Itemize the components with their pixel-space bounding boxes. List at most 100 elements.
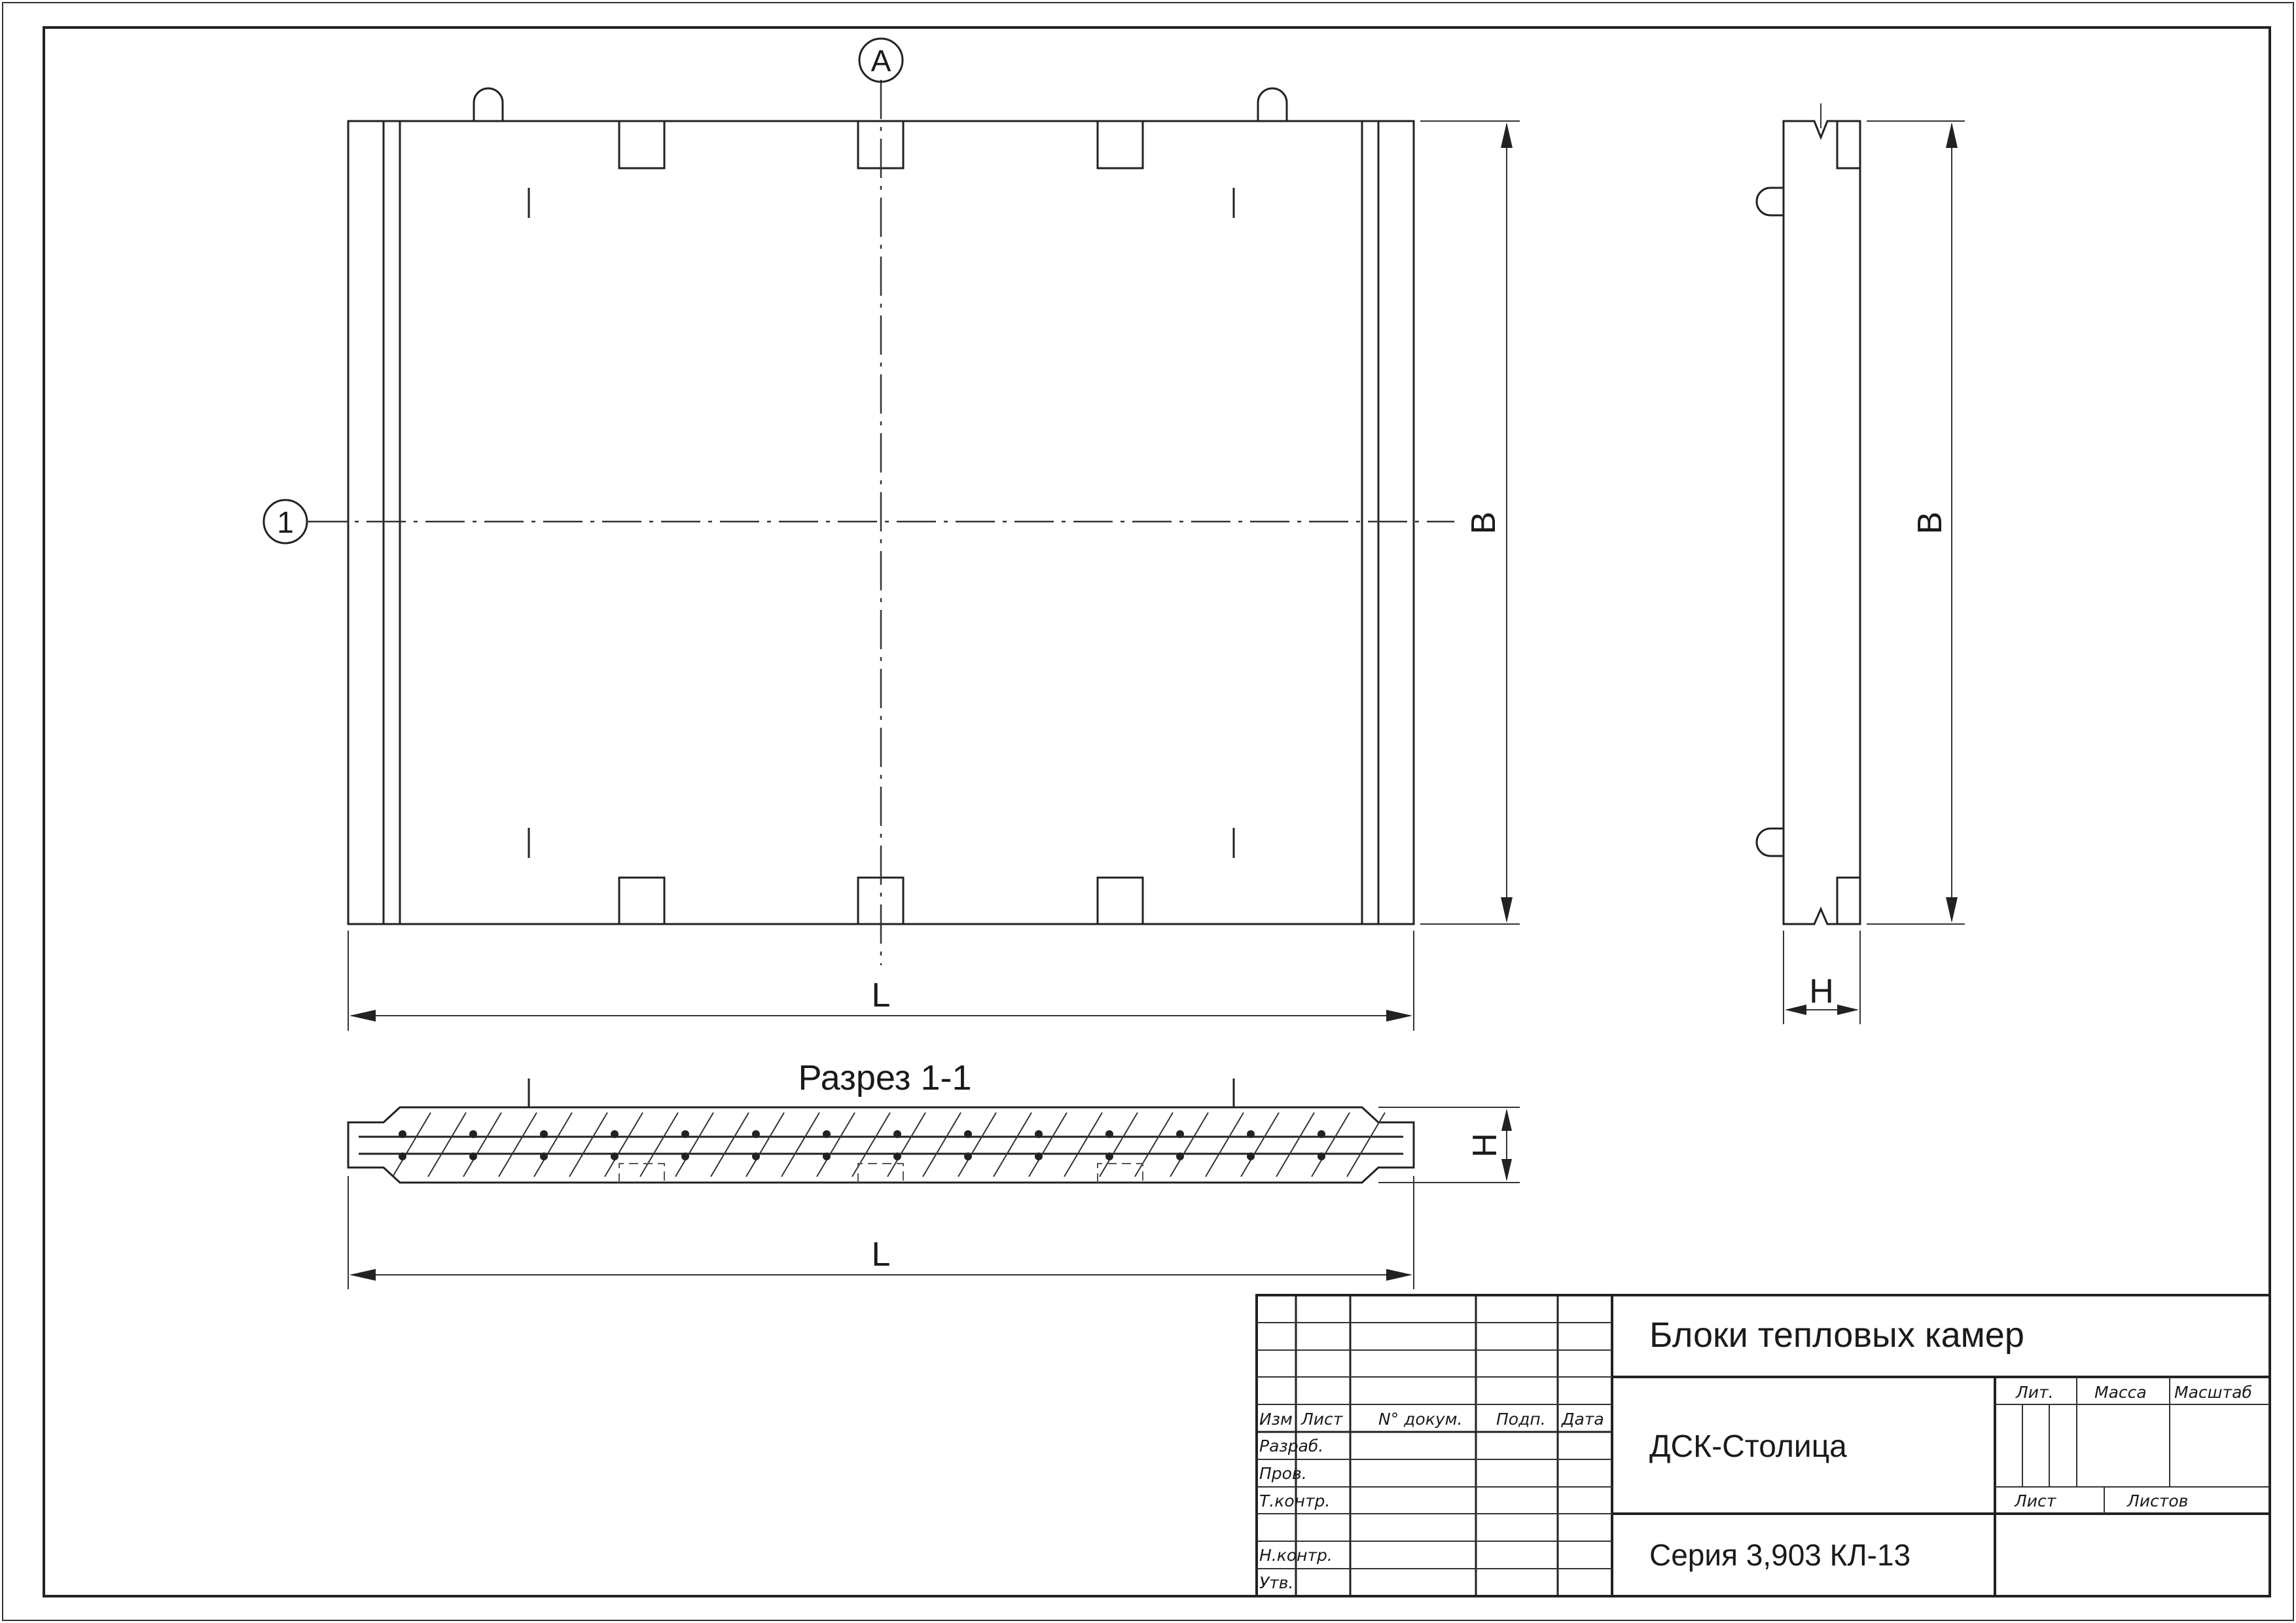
side-slab-outline — [1782, 120, 1861, 925]
hidden-notch — [619, 1163, 665, 1183]
tb-header-sign: Подп. — [1496, 1410, 1546, 1429]
tb-role-approved: Утв. — [1259, 1573, 1293, 1592]
hatch-line — [781, 1112, 820, 1177]
rebar-dot — [1176, 1152, 1184, 1160]
rebar-dot — [1318, 1152, 1325, 1160]
hatch-line — [569, 1112, 608, 1177]
rebar-dot — [964, 1152, 972, 1160]
hatch-line — [1099, 1112, 1138, 1177]
tb-role-tech-control: Т.контр. — [1259, 1491, 1330, 1510]
hatch-line — [1205, 1112, 1244, 1177]
hatch-line — [1276, 1112, 1315, 1177]
rebar-dot — [540, 1130, 548, 1138]
hatch-line — [1134, 1112, 1174, 1177]
tb-header-list: Лист — [1300, 1410, 1344, 1429]
hidden-notch — [1097, 1163, 1143, 1183]
tb-header-date: Дата — [1561, 1410, 1604, 1429]
hatch-line — [427, 1112, 467, 1177]
hatch-line — [816, 1112, 855, 1177]
section-title: Разрез 1-1 — [798, 1058, 971, 1097]
slab-notch — [618, 121, 666, 169]
rebar-dot — [1247, 1152, 1255, 1160]
tb-mass: Масса — [2094, 1383, 2147, 1402]
rebar-dot — [1035, 1152, 1043, 1160]
side-view: B H — [1755, 103, 1965, 1024]
hatch-line — [498, 1112, 537, 1177]
hatch-line — [887, 1112, 926, 1177]
rebar-dot — [611, 1152, 619, 1160]
tb-role-norm-control: Н.контр. — [1259, 1546, 1333, 1565]
hatch-line — [1064, 1112, 1103, 1177]
section-dimension-h-label: H — [1466, 1133, 1504, 1158]
section-dimension-l: L — [348, 1176, 1414, 1289]
plan-dimension-b-label: B — [1465, 512, 1503, 535]
tb-role-developed: Разраб. — [1259, 1436, 1323, 1455]
rebar-dot — [893, 1152, 901, 1160]
hatch-line — [675, 1112, 714, 1177]
tb-sheet: Лист — [2014, 1491, 2057, 1510]
hatch-line — [958, 1112, 997, 1177]
section-dimension-l-label: L — [872, 1236, 891, 1274]
rebar-dot — [1105, 1130, 1113, 1138]
plan-dimension-b: B — [1420, 120, 1520, 925]
tb-sheets: Листов — [2126, 1491, 2188, 1510]
rebar-dot — [1176, 1130, 1184, 1138]
lifting-loop — [1257, 87, 1288, 121]
hatch-line — [463, 1112, 502, 1177]
rebar-dot — [469, 1130, 477, 1138]
hatch-line — [392, 1112, 431, 1177]
slab-notch — [1096, 876, 1144, 924]
tb-scale: Масштаб — [2174, 1383, 2252, 1402]
tb-lit: Лит. — [2015, 1383, 2054, 1402]
side-dimension-b: B — [1867, 120, 1965, 925]
side-dimension-h: H — [1783, 931, 1861, 1024]
section-dimension-h: H — [1466, 1109, 1512, 1181]
section-1-1: Разрез 1-1 H — [347, 1058, 1520, 1289]
axis-marker-a-label: A — [871, 44, 891, 78]
side-dimension-b-label: B — [1911, 512, 1949, 535]
rebar-dot — [964, 1130, 972, 1138]
hidden-notch — [857, 1163, 904, 1183]
hatch-line — [710, 1112, 749, 1177]
title-block: Изм Лист N° докум. Подп. Дата Разраб. Пр… — [1255, 1294, 2271, 1597]
hatch-line — [1240, 1112, 1280, 1177]
rebar-dot — [681, 1152, 689, 1160]
tb-role-checked: Пров. — [1259, 1464, 1307, 1483]
rebar-dot — [611, 1130, 619, 1138]
tb-organization: ДСК-Столица — [1649, 1429, 1847, 1464]
axis-marker-1-label: 1 — [277, 505, 294, 539]
section-outline — [347, 1106, 1415, 1184]
rebar-dot — [681, 1130, 689, 1138]
hatch-line — [745, 1112, 785, 1177]
rebar-dot — [1318, 1130, 1325, 1138]
hatch-line — [533, 1112, 573, 1177]
rebar-dot — [752, 1130, 760, 1138]
slab-notch — [618, 876, 666, 924]
tb-series: Серия 3,903 КЛ-13 — [1649, 1538, 1910, 1572]
hatch-line — [1028, 1112, 1067, 1177]
section-rebar-dots — [399, 1130, 1325, 1160]
plan-dimension-l: L — [348, 931, 1414, 1031]
tb-header-izm: Изм — [1259, 1410, 1293, 1429]
rebar-dot — [752, 1152, 760, 1160]
section-hatching — [392, 1112, 1386, 1177]
hatch-line — [1311, 1112, 1350, 1177]
rebar-dot — [540, 1152, 548, 1160]
hatch-line — [922, 1112, 961, 1177]
rebar-dot — [823, 1130, 831, 1138]
rebar-dot — [823, 1152, 831, 1160]
rebar-dot — [893, 1130, 901, 1138]
hatch-line — [993, 1112, 1032, 1177]
rebar-dot — [1035, 1130, 1043, 1138]
slab-notch — [1096, 121, 1144, 169]
rebar-dot — [399, 1152, 406, 1160]
rebar-dot — [1105, 1152, 1113, 1160]
side-dimension-h-label: H — [1809, 972, 1834, 1010]
hatch-line — [1170, 1112, 1209, 1177]
plan-dimension-l-label: L — [872, 976, 891, 1014]
hatch-line — [604, 1112, 643, 1177]
lifting-loop — [473, 87, 504, 121]
hatch-line — [639, 1112, 679, 1177]
